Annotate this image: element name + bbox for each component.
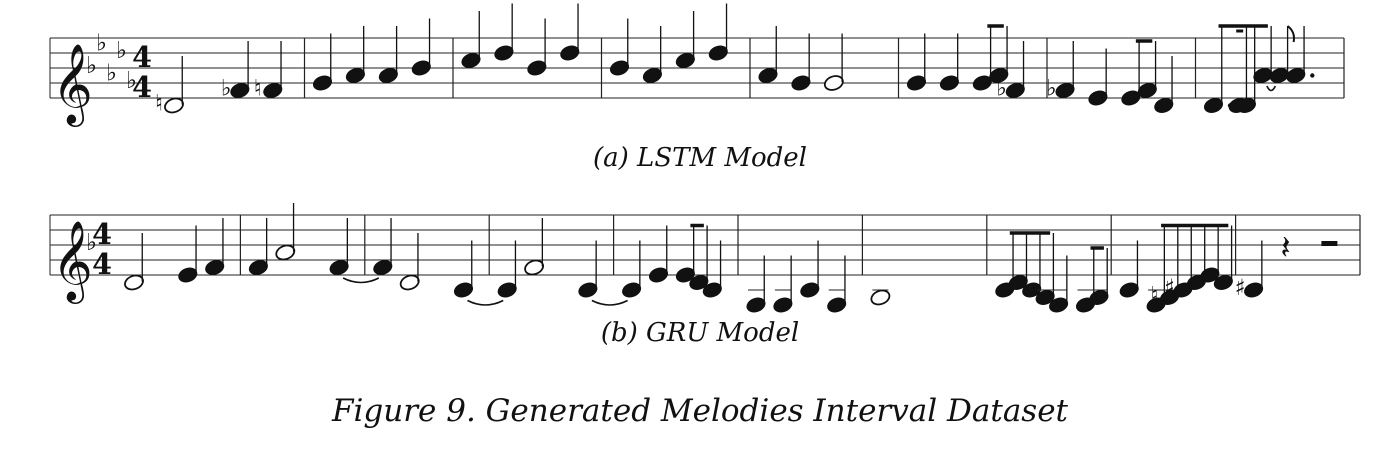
time-signature-bottom: 4	[92, 247, 112, 281]
quarter-rest: 𝄽	[1281, 228, 1291, 267]
time-signature-top: 4	[92, 217, 112, 251]
key-signature-flat: ♭	[106, 60, 117, 87]
sharp-accidental: ♯	[1164, 275, 1175, 301]
tie	[1266, 85, 1277, 92]
flat-accidental: ♭	[1046, 76, 1057, 102]
flat-accidental: ♭	[221, 76, 232, 102]
natural-accidental: ♮	[254, 76, 262, 102]
treble-clef-icon: 𝄞	[52, 221, 93, 304]
subcaption-gru: (b) GRU Model	[600, 318, 800, 348]
natural-accidental: ♮	[1151, 283, 1159, 309]
key-signature-flat: ♭	[116, 37, 127, 64]
sharp-accidental: ♯	[1235, 275, 1246, 301]
flat-accidental: ♭	[996, 76, 1007, 102]
note-flag	[1286, 25, 1295, 43]
key-signature-flat: ♭	[126, 67, 137, 94]
key-signature-flat: ♭	[96, 30, 107, 57]
tie	[467, 299, 504, 306]
subcaption-lstm: (a) LSTM Model	[593, 143, 807, 173]
natural-accidental: ♮	[155, 91, 163, 117]
treble-clef-icon: 𝄞	[52, 44, 93, 127]
tie	[342, 277, 380, 284]
figure-caption: Figure 9. Generated Melodies Interval Da…	[331, 393, 1069, 429]
tie	[591, 299, 628, 306]
key-signature-flat: ♭	[86, 229, 97, 256]
key-signature-flat: ♭	[86, 52, 97, 79]
time-signature-bottom: 4	[132, 70, 152, 104]
notehead	[870, 289, 891, 306]
melody-score-lstm: 𝄞♭♭♭♭♭44♮♭♮♭♭	[49, 3, 1345, 127]
half-rest	[1321, 241, 1338, 246]
augmentation-dot	[1310, 73, 1315, 78]
melody-score-gru: 𝄞♭44♮♯♯𝄽	[49, 203, 1361, 313]
time-signature-top: 4	[132, 40, 152, 74]
